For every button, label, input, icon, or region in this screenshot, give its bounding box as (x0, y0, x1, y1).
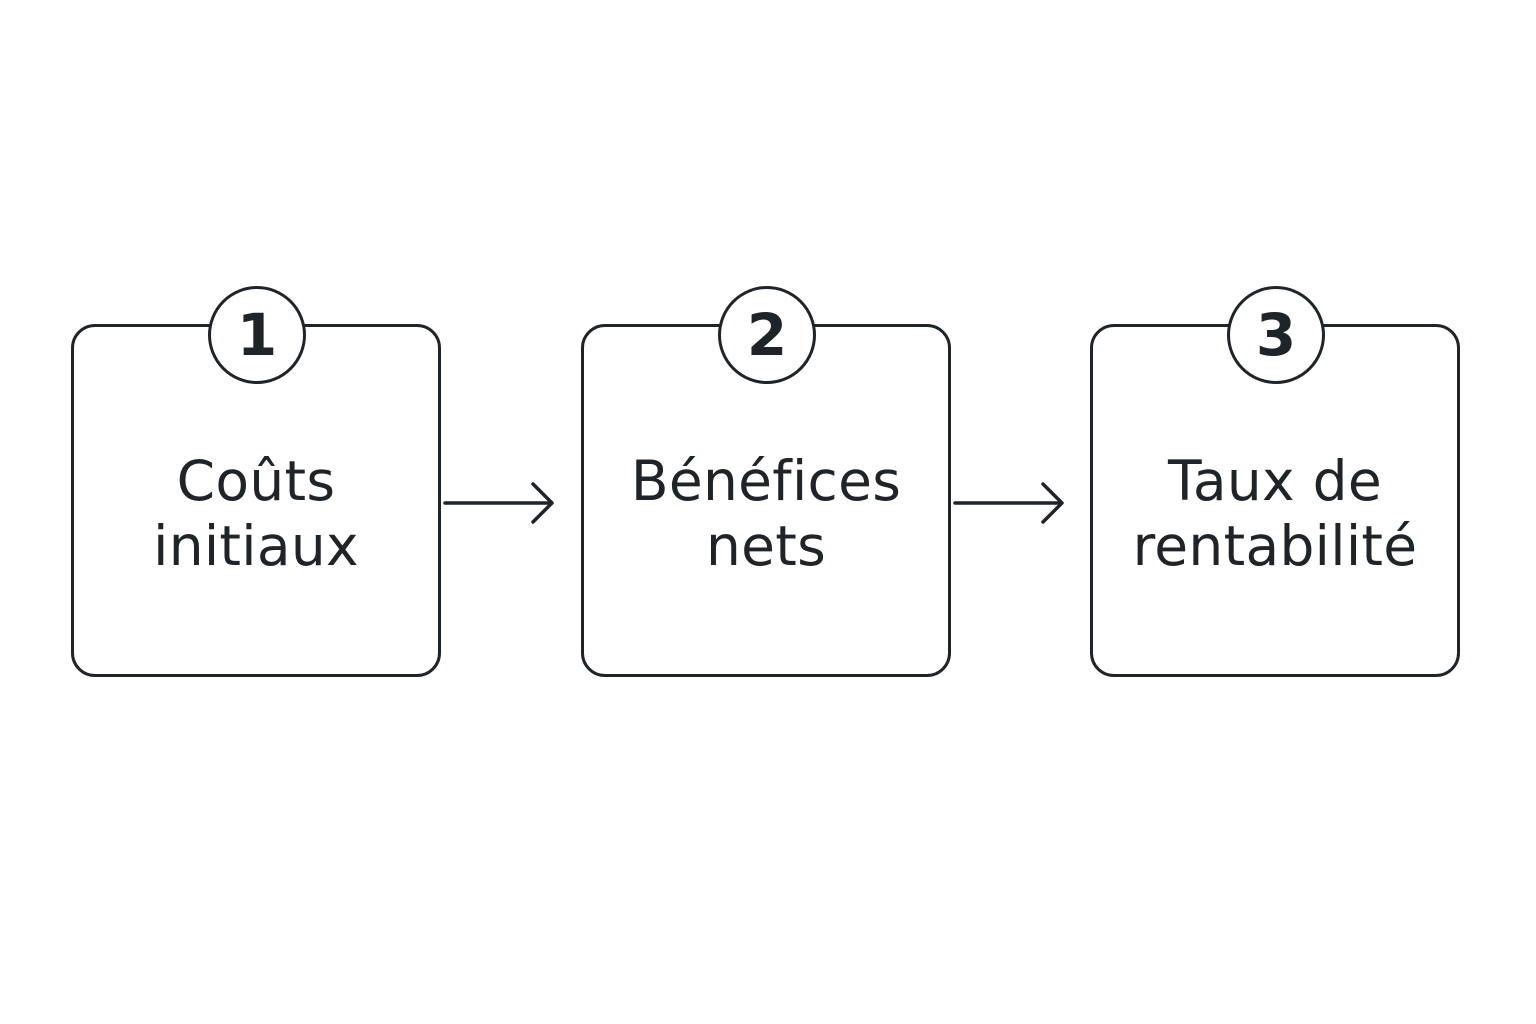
arrow-right-icon (953, 482, 1064, 524)
step-box-taux-de-rentabilite: Taux de rentabilité (1090, 324, 1460, 677)
step-label: Bénéfices nets (584, 449, 948, 579)
step-label-line1: Taux de (1168, 449, 1382, 513)
step-label-line1: Bénéfices (630, 449, 902, 513)
step-number-badge: 1 (208, 286, 306, 384)
step-number-badge: 3 (1227, 286, 1325, 384)
step-label-line1: Coûts (176, 449, 336, 513)
step-label: Coûts initiaux (74, 449, 438, 579)
step-label-line2: initiaux (153, 514, 359, 578)
step-label-line2: rentabilité (1132, 514, 1418, 578)
step-number-badge: 2 (718, 286, 816, 384)
arrow-right-icon (443, 482, 554, 524)
step-label: Taux de rentabilité (1093, 449, 1457, 579)
step-label-line2: nets (705, 514, 827, 578)
